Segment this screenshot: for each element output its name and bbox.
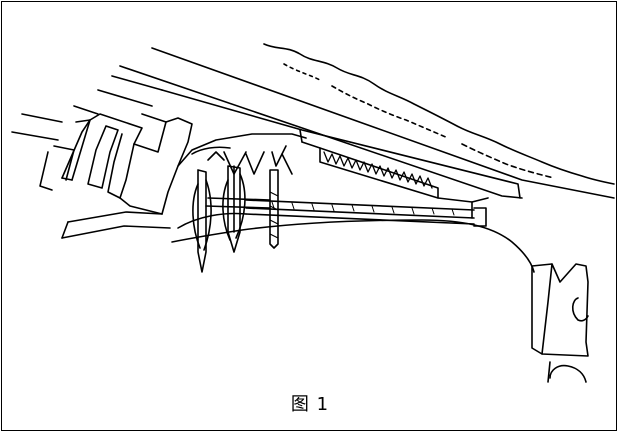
bed-curve (171, 212, 535, 273)
needle-plate-rail (245, 199, 487, 227)
cover-plate (97, 47, 615, 199)
side-component (531, 263, 589, 383)
fabric-edge (263, 43, 615, 185)
figure-caption: 图 1 (290, 394, 330, 415)
needles (191, 145, 293, 273)
machine-arm (11, 105, 307, 239)
